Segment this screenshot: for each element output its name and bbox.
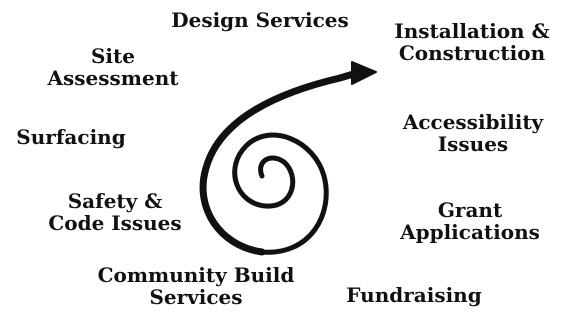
label-grant-line2: Applications [400,220,540,244]
label-design-services: Design Services [171,9,349,31]
label-grant-applications: Grant Applications [400,199,540,243]
label-community-line1: Community Build [97,263,295,287]
spiral-outer-stroke [199,68,364,256]
label-fundraising: Fundraising [346,284,481,306]
label-site-line2: Assessment [47,66,179,90]
spiral-arrowhead [351,61,377,85]
label-grant-line1: Grant [437,198,503,222]
label-site-line1: Site [90,44,136,68]
label-safety-line2: Code Issues [48,211,182,235]
label-installation-line1: Installation & [394,19,550,43]
label-site-assessment: Site Assessment [48,45,179,89]
spiral-inner-stroke [232,132,329,255]
label-accessibility-issues: Accessibility Issues [403,111,543,155]
label-installation-line2: Construction [398,41,546,65]
label-accessibility-line1: Accessibility [402,110,544,134]
label-surfacing: Surfacing [16,126,125,148]
label-fundraising-line1: Fundraising [346,283,482,307]
label-community-line2: Services [149,285,243,309]
label-safety-code-issues: Safety & Code Issues [48,190,181,234]
label-installation-construction: Installation & Construction [394,20,549,64]
label-safety-line1: Safety & [67,189,163,213]
label-community-build-services: Community Build Services [98,264,295,308]
label-design-services-line1: Design Services [171,8,349,32]
label-surfacing-line1: Surfacing [16,125,126,149]
label-accessibility-line2: Issues [437,132,509,156]
